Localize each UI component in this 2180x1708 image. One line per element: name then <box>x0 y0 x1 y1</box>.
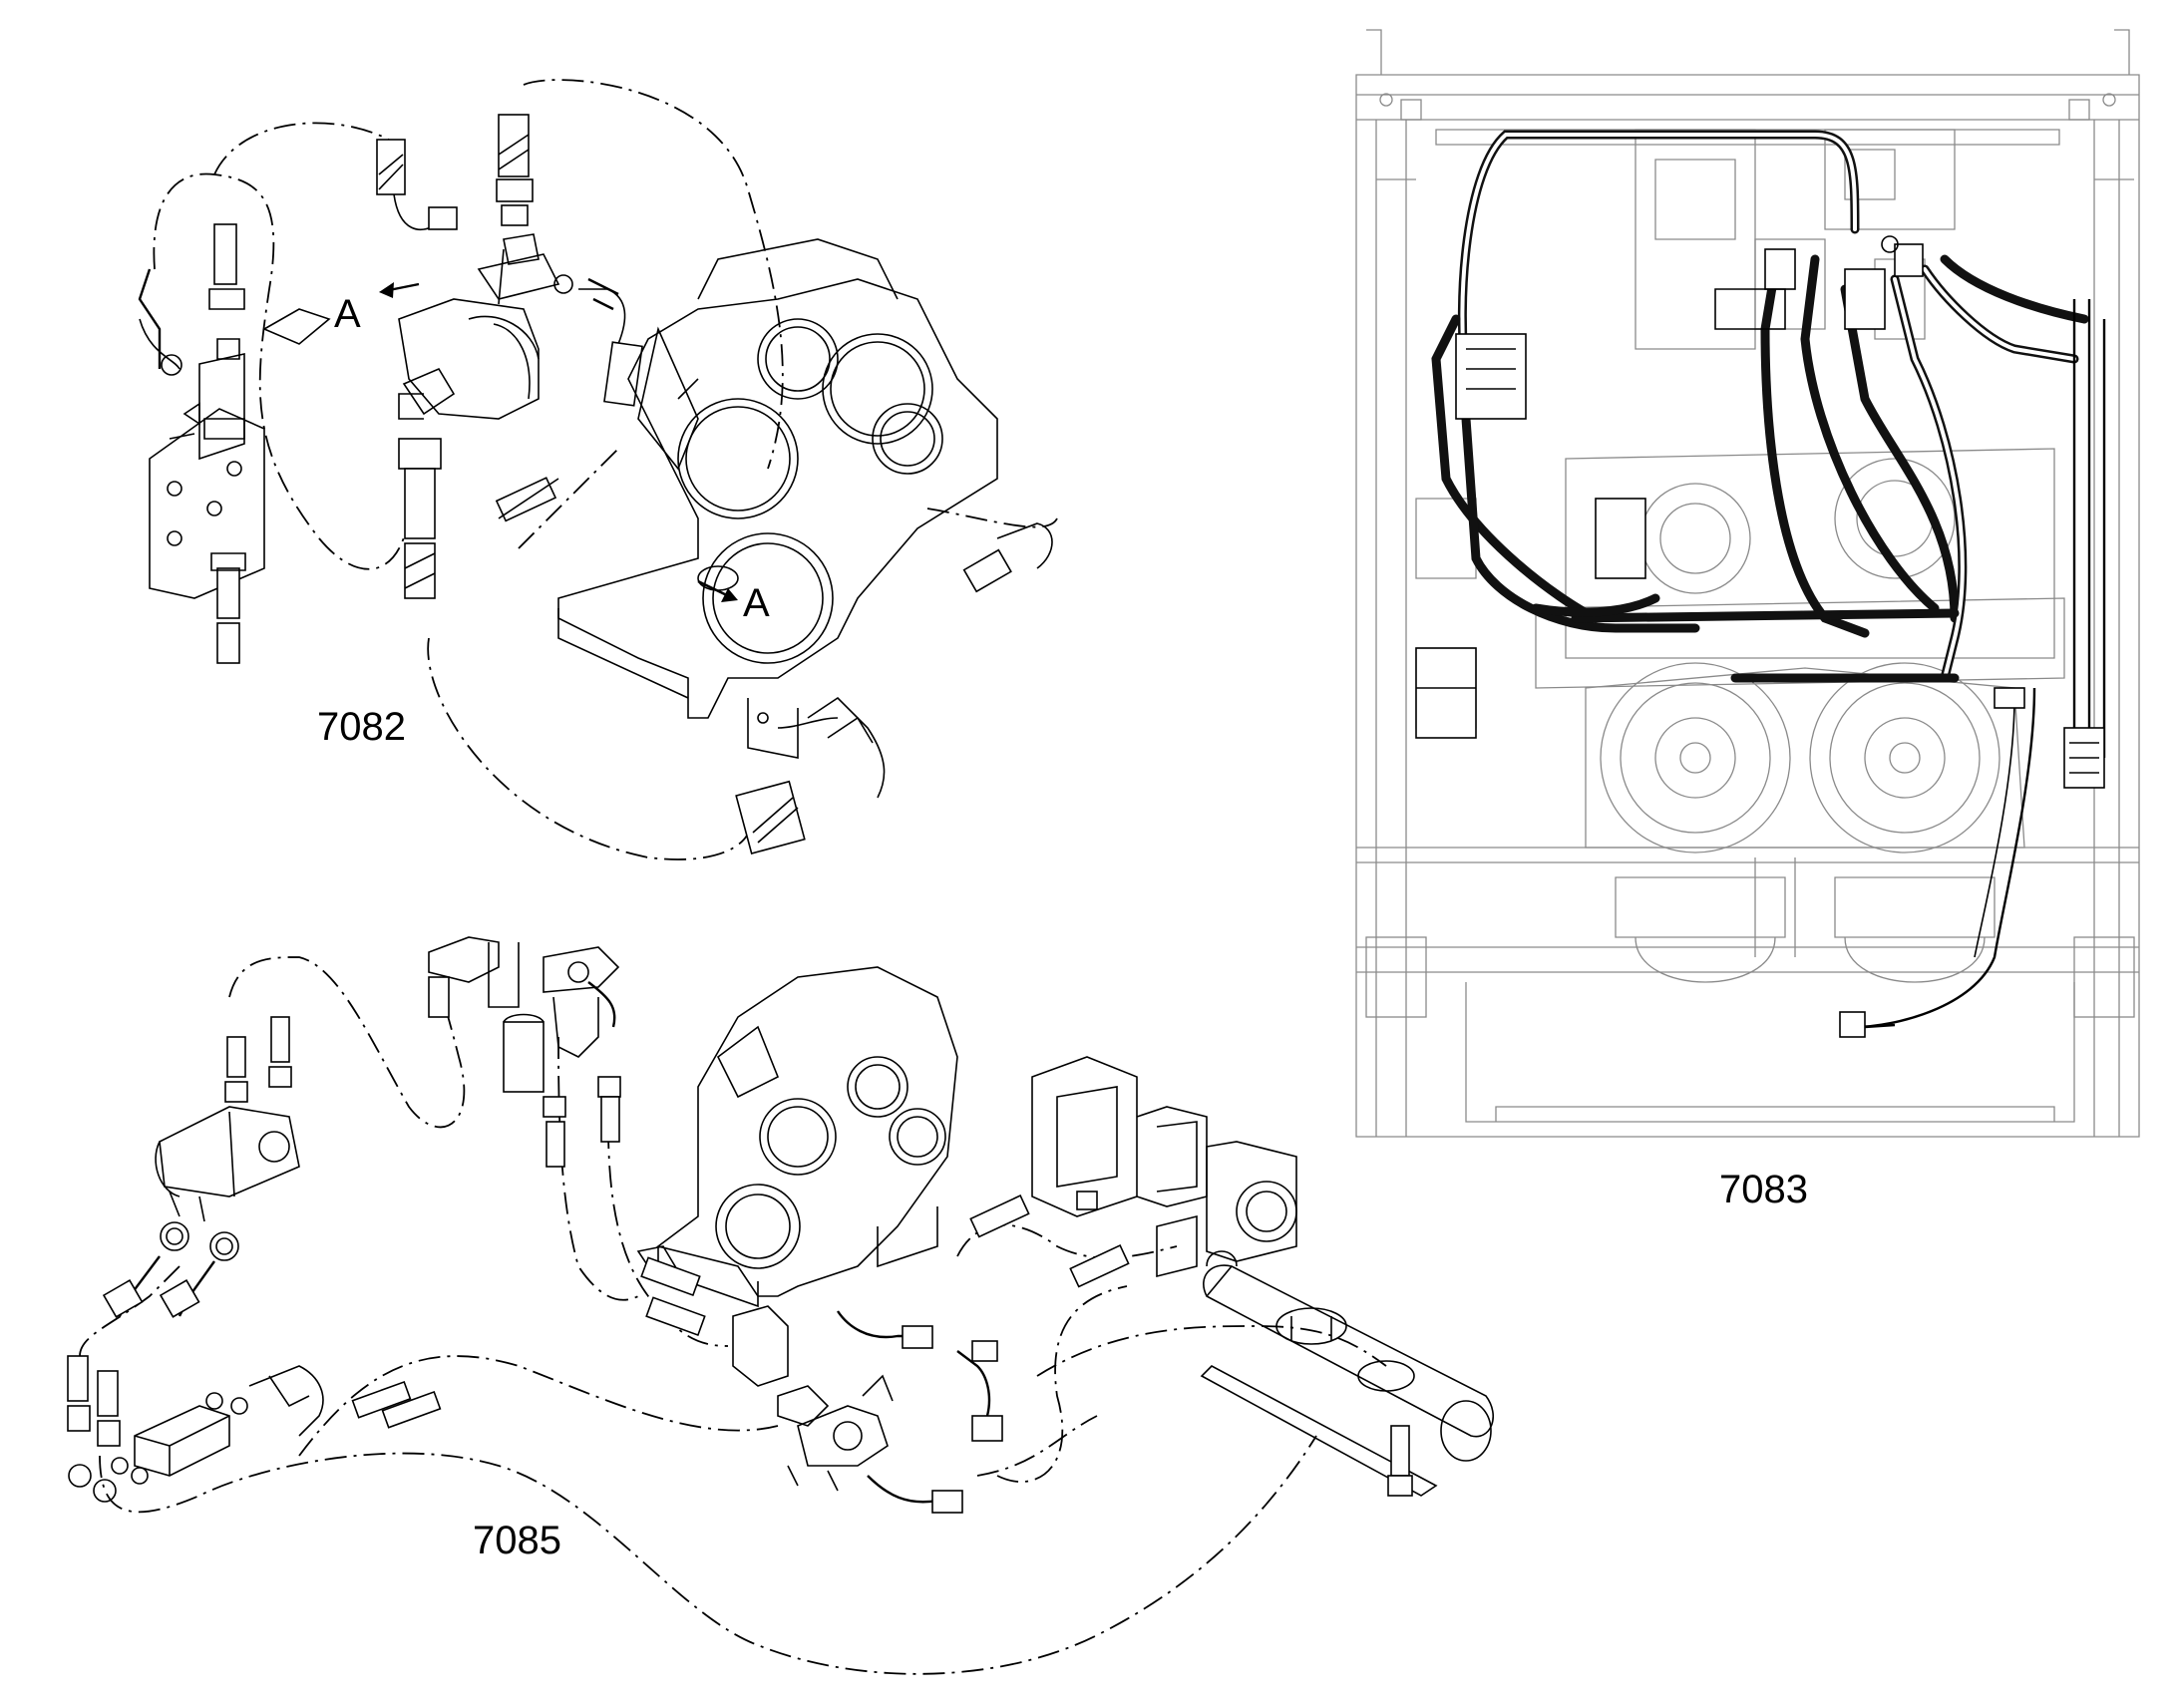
oil-reservoir-tank <box>1200 1250 1495 1497</box>
hydraulic-hose-lines <box>1431 130 2106 1038</box>
hose-route-7082-c <box>523 79 784 470</box>
gear-pump-7085 <box>155 1106 300 1222</box>
hose-route-7085-f <box>298 1355 779 1457</box>
hose-route-7085-j <box>976 1415 1098 1477</box>
hose-route-7085-i <box>1036 1325 1387 1377</box>
callout-a-top: A <box>334 292 361 336</box>
check-valve-assembly <box>732 1305 1003 1514</box>
hose-route-7085-e <box>99 1435 1317 1675</box>
hose-route-7085-b <box>557 1036 639 1301</box>
hose-route-7085-c <box>607 1126 729 1347</box>
pump-outlet-fittings <box>102 1221 239 1318</box>
twin-pump-units <box>1415 448 2065 983</box>
axial-piston-pumps <box>1031 1056 1297 1278</box>
hose-route-7082-f <box>518 448 619 549</box>
figure-label-7083: 7083 <box>1719 1168 1808 1211</box>
hose-route-7082-b <box>213 122 390 175</box>
top-fittings <box>376 114 534 230</box>
hose-route-7085-a <box>228 956 466 1129</box>
hose-route-7085-d <box>79 1265 181 1357</box>
control-cabinet <box>1635 129 1956 350</box>
gearbox-housing-7085 <box>656 966 958 1308</box>
pump-inlet-fittings <box>636 1195 1130 1336</box>
lower-fittings <box>398 438 559 599</box>
valve-manifold-7083 <box>1415 235 1924 739</box>
figure-7083: 7083 <box>1355 29 2140 1211</box>
hose-route-7082-a <box>153 172 412 570</box>
figure-label-7085: 7085 <box>473 1519 561 1562</box>
distribution-block <box>67 1355 442 1503</box>
vertical-fittings-top <box>224 1016 292 1103</box>
hose-route-7082-d <box>427 637 751 860</box>
figure-7082: A A 7082 <box>138 79 1058 860</box>
solenoid-valve <box>398 233 643 420</box>
hose-route-7085-g <box>996 1285 1128 1483</box>
hose-route-7085-h <box>956 1223 1178 1259</box>
bracket-valve-assembly <box>138 223 331 664</box>
figure-7085: 7085 <box>67 936 1495 1675</box>
bottom-elbow-hose <box>677 378 1053 854</box>
arrow-head-housing <box>721 588 738 602</box>
figure-label-7082: 7082 <box>317 705 406 749</box>
inline-filter-assembly <box>428 936 621 1168</box>
arrow-head-top <box>379 282 394 298</box>
hose-route-7082-e <box>926 508 1058 528</box>
gearbox-housing <box>557 238 998 759</box>
callout-a-housing: A <box>743 581 770 625</box>
machine-frame <box>1355 29 2140 1138</box>
